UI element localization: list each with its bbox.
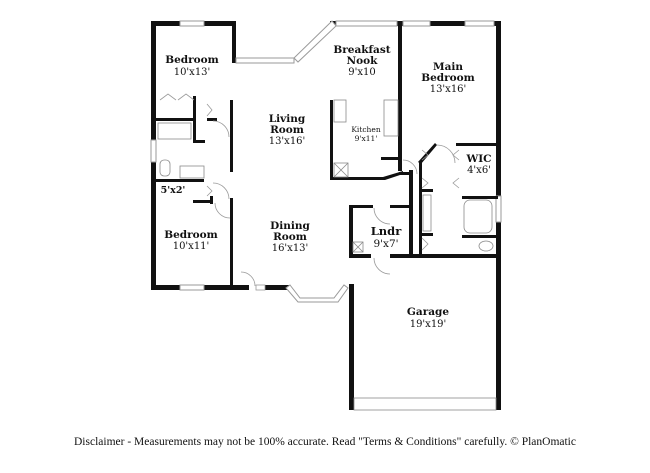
svg-text:Bedroom: Bedroom — [421, 72, 475, 84]
tub-hall-bath — [157, 122, 192, 140]
room-label-laundry: Lndr 9'x7' — [371, 224, 402, 250]
svg-text:13'x16': 13'x16' — [430, 84, 467, 95]
master-toilet — [478, 240, 494, 252]
master-tub — [463, 199, 493, 234]
svg-text:9'x11': 9'x11' — [355, 134, 378, 143]
room-label-bedroom-3: Bedroom 10'x11' — [164, 229, 218, 252]
room-label-hall-closet: 5'x2' — [161, 185, 186, 196]
room-label-garage: Garage 19'x19' — [407, 306, 449, 330]
kitchen-range — [383, 99, 399, 137]
room-label-living-room: Living Room 13'x16' — [269, 113, 306, 147]
svg-text:Lndr: Lndr — [371, 224, 402, 238]
garage-door — [353, 397, 497, 411]
svg-text:Breakfast: Breakfast — [333, 44, 390, 56]
disclaimer-text: Disclaimer - Measurements may not be 100… — [74, 436, 576, 448]
svg-text:16'x13': 16'x13' — [272, 243, 309, 254]
master-sink — [422, 194, 432, 232]
doors — [159, 93, 460, 291]
interior-walls — [156, 96, 500, 290]
fixtures — [157, 99, 497, 411]
svg-text:Bedroom: Bedroom — [165, 54, 219, 66]
windows — [150, 20, 502, 303]
svg-text:WIC: WIC — [465, 153, 491, 165]
svg-text:4'x6': 4'x6' — [467, 165, 491, 176]
room-label-kitchen: Kitchen 9'x11' — [351, 125, 380, 143]
svg-text:9'x7': 9'x7' — [373, 238, 398, 250]
svg-text:13'x16': 13'x16' — [269, 136, 306, 147]
svg-text:Main: Main — [433, 61, 463, 73]
room-label-wic: WIC 4'x6' — [465, 153, 491, 176]
svg-text:Room: Room — [273, 231, 307, 243]
svg-text:9'x10: 9'x10 — [348, 67, 375, 78]
svg-text:Kitchen: Kitchen — [351, 125, 380, 134]
svg-text:Dining: Dining — [270, 220, 310, 232]
toilet-hall-bath — [159, 159, 171, 177]
svg-text:5'x2': 5'x2' — [161, 185, 186, 196]
svg-text:Living: Living — [269, 113, 306, 125]
svg-text:10'x13': 10'x13' — [174, 67, 211, 78]
svg-text:10'x11': 10'x11' — [173, 241, 210, 252]
svg-text:Garage: Garage — [407, 306, 449, 318]
svg-text:Room: Room — [270, 124, 304, 136]
svg-text:Bedroom: Bedroom — [164, 229, 218, 241]
room-label-bedroom-2: Bedroom 10'x13' — [165, 54, 219, 78]
svg-text:19'x19': 19'x19' — [410, 319, 447, 330]
svg-text:Nook: Nook — [347, 55, 379, 67]
sink-hall-bath — [179, 165, 205, 179]
room-label-breakfast-nook: Breakfast Nook 9'x10 — [333, 44, 390, 78]
kitchen-sink — [333, 99, 347, 123]
room-label-dining-room: Dining Room 16'x13' — [270, 220, 310, 254]
room-label-main-bedroom: Main Bedroom 13'x16' — [421, 61, 475, 95]
